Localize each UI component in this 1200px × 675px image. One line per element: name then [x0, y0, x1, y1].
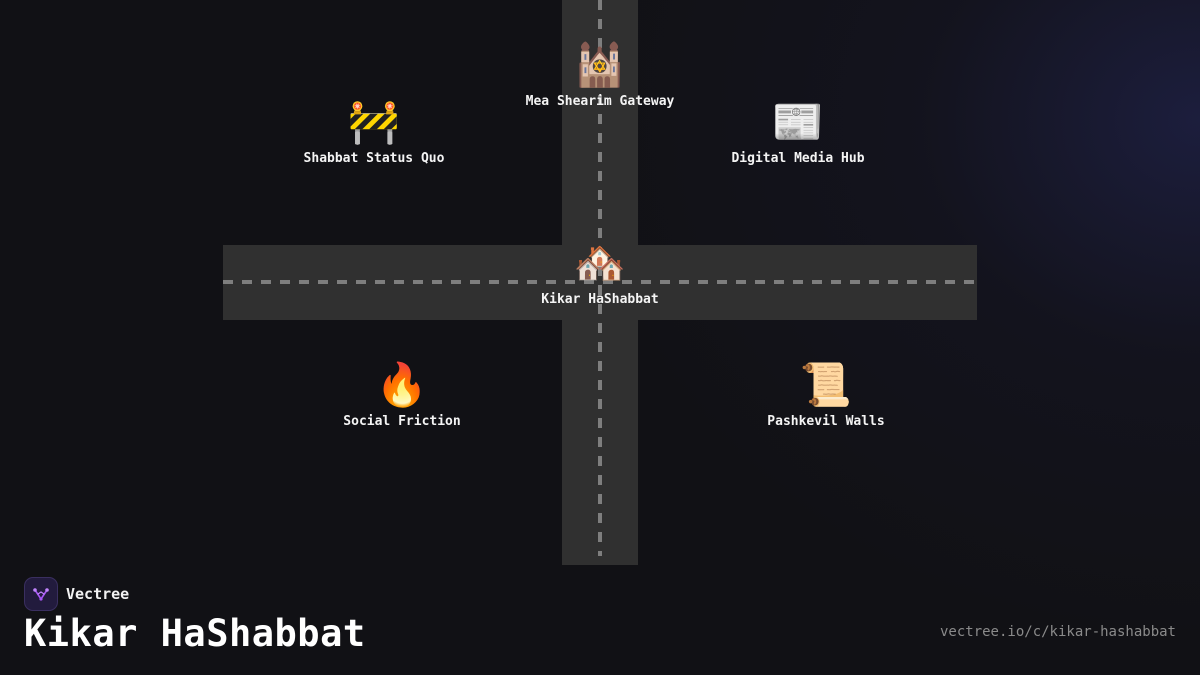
houses-icon: 🏘️ [573, 239, 627, 288]
map-node-label: Pashkevil Walls [767, 414, 885, 429]
map-node-kikar-hashabbat[interactable]: 🏘️ Kikar HaShabbat [470, 238, 730, 307]
map-node-label: Digital Media Hub [731, 151, 865, 166]
brand[interactable]: Vectree [24, 577, 129, 611]
map-node-mea-shearim-gateway[interactable]: 🕍 Mea Shearim Gateway [470, 40, 730, 109]
brand-name: Vectree [66, 585, 130, 603]
page-title: Kikar HaShabbat [24, 612, 366, 655]
map-node-digital-media-hub[interactable]: 📰 Digital Media Hub [668, 97, 928, 166]
map-node-label: Social Friction [343, 414, 461, 429]
construction-barrier-icon: 🚧 [347, 98, 401, 147]
map-node-shabbat-status-quo[interactable]: 🚧 Shabbat Status Quo [244, 97, 504, 166]
map-node-label: Mea Shearim Gateway [525, 94, 675, 109]
vertical-road-centerline [598, 0, 602, 556]
map-node-social-friction[interactable]: 🔥 Social Friction [272, 360, 532, 429]
vectree-logo-icon [24, 577, 58, 611]
map-node-label: Kikar HaShabbat [541, 292, 659, 307]
synagogue-icon: 🕍 [573, 41, 627, 90]
scroll-icon: 📜 [799, 361, 853, 410]
map-node-label: Shabbat Status Quo [303, 151, 445, 166]
newspaper-icon: 📰 [771, 98, 825, 147]
page-url[interactable]: vectree.io/c/kikar-hashabbat [939, 624, 1176, 640]
fire-icon: 🔥 [375, 361, 429, 410]
map-node-pashkevil-walls[interactable]: 📜 Pashkevil Walls [696, 360, 956, 429]
